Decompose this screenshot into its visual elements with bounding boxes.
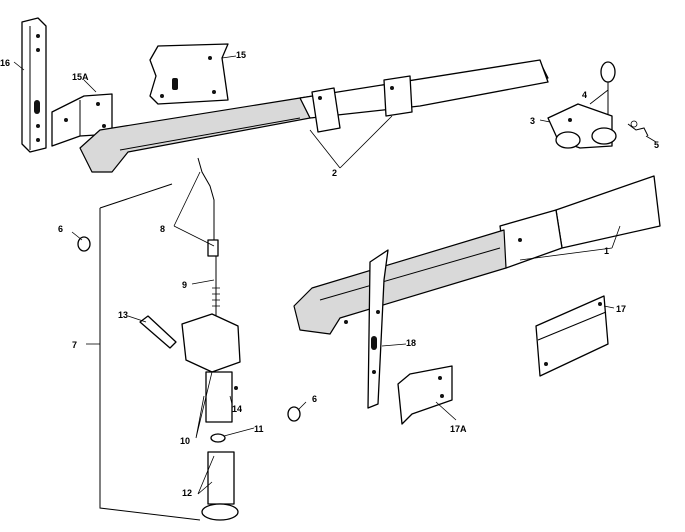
callout-3: 3	[530, 116, 535, 126]
part-3-hitch-bracket	[547, 103, 617, 149]
part-10-jack-head	[181, 313, 241, 423]
callout-5: 5	[654, 140, 659, 150]
callout-17a: 17A	[450, 424, 467, 434]
part-16-vertical-bracket	[21, 17, 47, 153]
part-4-hitch-ring	[600, 61, 616, 114]
part-6-bushing-b	[287, 406, 301, 422]
callout-6b: 6	[312, 394, 317, 404]
callout-18: 18	[406, 338, 416, 348]
part-17-plate	[535, 295, 609, 377]
callout-15a: 15A	[72, 72, 89, 82]
part-2-upper-frame-rail	[79, 59, 549, 173]
part-8-crank-rod	[197, 157, 219, 257]
callout-6a: 6	[58, 224, 63, 234]
part-15-plate	[149, 43, 229, 105]
part-18-vertical-bar	[367, 249, 389, 409]
callout-12: 12	[182, 488, 192, 498]
part-1-lower-frame-rail	[293, 175, 661, 335]
part-11-washer	[210, 433, 226, 443]
callout-17: 17	[616, 304, 626, 314]
part-5-clip	[627, 120, 649, 137]
callout-13: 13	[118, 310, 128, 320]
callout-labels: 16 15A 15 3 4 5 2 1 6 8 9 13 7 14 6 18 1…	[0, 50, 659, 498]
callout-7: 7	[72, 340, 77, 350]
part-6-bushing-a	[77, 236, 91, 252]
callout-16: 16	[0, 58, 10, 68]
callout-9: 9	[182, 280, 187, 290]
callout-1: 1	[604, 246, 609, 256]
callout-8: 8	[160, 224, 165, 234]
part-13-handle	[139, 315, 177, 349]
callout-10: 10	[180, 436, 190, 446]
callout-11: 11	[254, 424, 264, 434]
leader-lines	[13, 55, 657, 521]
part-17a-bracket	[397, 365, 453, 425]
callout-4: 4	[582, 90, 587, 100]
callout-14: 14	[232, 404, 242, 414]
callout-2: 2	[332, 168, 337, 178]
callout-15: 15	[236, 50, 246, 60]
